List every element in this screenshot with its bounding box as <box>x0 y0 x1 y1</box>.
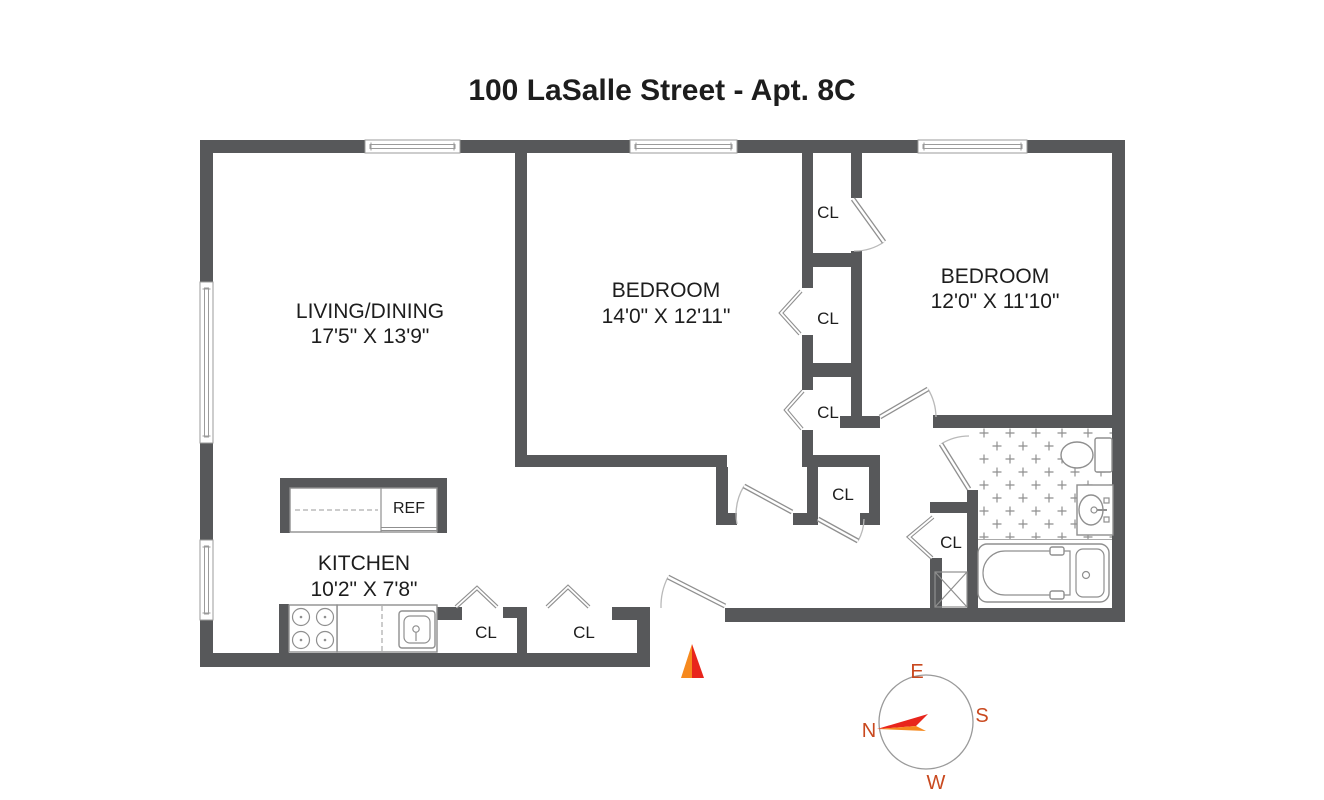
wall-segment <box>802 335 813 390</box>
wall-segment <box>1027 140 1125 153</box>
bedroom1-dims: 14'0" X 12'11" <box>602 305 731 328</box>
wall-segment <box>793 513 818 525</box>
entrance-marker <box>681 644 704 678</box>
window <box>629 139 738 154</box>
wall-segment <box>517 607 527 655</box>
compass-rose: N E S W <box>862 661 989 794</box>
wall-segment <box>802 430 813 455</box>
wall-segment <box>200 140 365 153</box>
wall-segment <box>869 467 880 525</box>
closet-label: CL <box>817 203 839 222</box>
wall-segment <box>802 153 813 288</box>
wall-segment <box>503 607 527 618</box>
wall-segment <box>437 478 447 533</box>
wall-segment <box>515 153 527 455</box>
windows <box>199 139 1028 621</box>
compass-needle <box>877 714 928 731</box>
wall-segment <box>279 604 289 653</box>
bifold-door <box>545 584 591 609</box>
wall-segment <box>200 153 213 282</box>
wall-segment <box>840 416 880 428</box>
window <box>199 539 214 621</box>
wall-segment <box>807 467 818 513</box>
bifold-door <box>778 289 803 336</box>
room-labels: LIVING/DINING 17'5" X 13'9" BEDROOM 14'0… <box>296 203 1060 642</box>
wall-segment <box>437 607 462 620</box>
closet-shelving-unit <box>934 571 968 608</box>
bedroom1-label: BEDROOM <box>612 279 721 302</box>
wall-segment <box>933 415 1113 428</box>
wall-segment <box>851 251 862 416</box>
bedroom2-door <box>878 386 937 420</box>
kitchen-dims: 10'2" X 7'8" <box>311 578 418 601</box>
compass-e: E <box>910 661 923 683</box>
entry-door <box>660 574 727 609</box>
wall-segment <box>930 502 967 513</box>
compass-circle <box>878 674 974 770</box>
wall-segment <box>930 558 942 608</box>
closet-label: CL <box>832 485 854 504</box>
closet-label: CL <box>573 623 595 642</box>
wall-segment <box>860 513 880 525</box>
bathroom-door <box>938 435 972 491</box>
wall-segment <box>737 140 918 153</box>
wall-segment <box>280 478 447 488</box>
bifold-door <box>783 389 805 431</box>
window <box>917 139 1028 154</box>
doors <box>660 197 972 609</box>
wall-segment <box>802 363 862 377</box>
wall-segment <box>1112 153 1125 622</box>
wall-segment <box>967 490 978 608</box>
compass-w: W <box>927 772 946 794</box>
closet-label: CL <box>817 403 839 422</box>
wall-segment <box>725 608 1125 622</box>
bifold-doors <box>454 289 935 609</box>
wall-segment <box>716 467 728 515</box>
kitchen-counter-top: REF <box>289 487 438 533</box>
kitchen-label: KITCHEN <box>318 552 410 575</box>
walls <box>200 140 1125 667</box>
kitchen-sink <box>398 610 436 649</box>
stove <box>288 604 338 653</box>
wall-segment <box>200 653 650 667</box>
compass-s: S <box>975 705 988 727</box>
wall-segment <box>515 455 727 467</box>
refrigerator-label: REF <box>393 500 425 517</box>
compass-n: N <box>862 720 876 742</box>
vanity-sink <box>1076 484 1114 536</box>
wall-segment <box>851 153 862 198</box>
closet-label: CL <box>940 533 962 552</box>
wall-segment <box>716 513 737 525</box>
closet-label: CL <box>475 623 497 642</box>
bifold-door <box>905 515 935 560</box>
toilet <box>1060 437 1113 473</box>
bedroom2-dims: 12'0" X 11'10" <box>931 290 1060 313</box>
wall-segment <box>460 140 630 153</box>
window <box>364 139 461 154</box>
hall-closet-door <box>816 516 865 544</box>
bathroom <box>934 427 1114 608</box>
wall-segment <box>200 443 213 540</box>
bedroom2-label: BEDROOM <box>941 265 1050 288</box>
closet-label: CL <box>817 309 839 328</box>
closet-door-top <box>850 197 887 252</box>
kitchen-counter-bottom <box>288 604 438 653</box>
living-room-dims: 17'5" X 13'9" <box>311 325 430 348</box>
hallway-door <box>735 483 794 525</box>
wall-segment <box>802 253 862 267</box>
wall-segment <box>802 455 880 467</box>
wall-segment <box>280 478 290 533</box>
living-room-label: LIVING/DINING <box>296 300 444 323</box>
window <box>199 281 214 444</box>
page-title: 100 LaSalle Street - Apt. 8C <box>468 74 855 107</box>
bifold-door <box>454 585 499 609</box>
wall-segment <box>637 607 650 667</box>
bathtub <box>977 543 1110 603</box>
